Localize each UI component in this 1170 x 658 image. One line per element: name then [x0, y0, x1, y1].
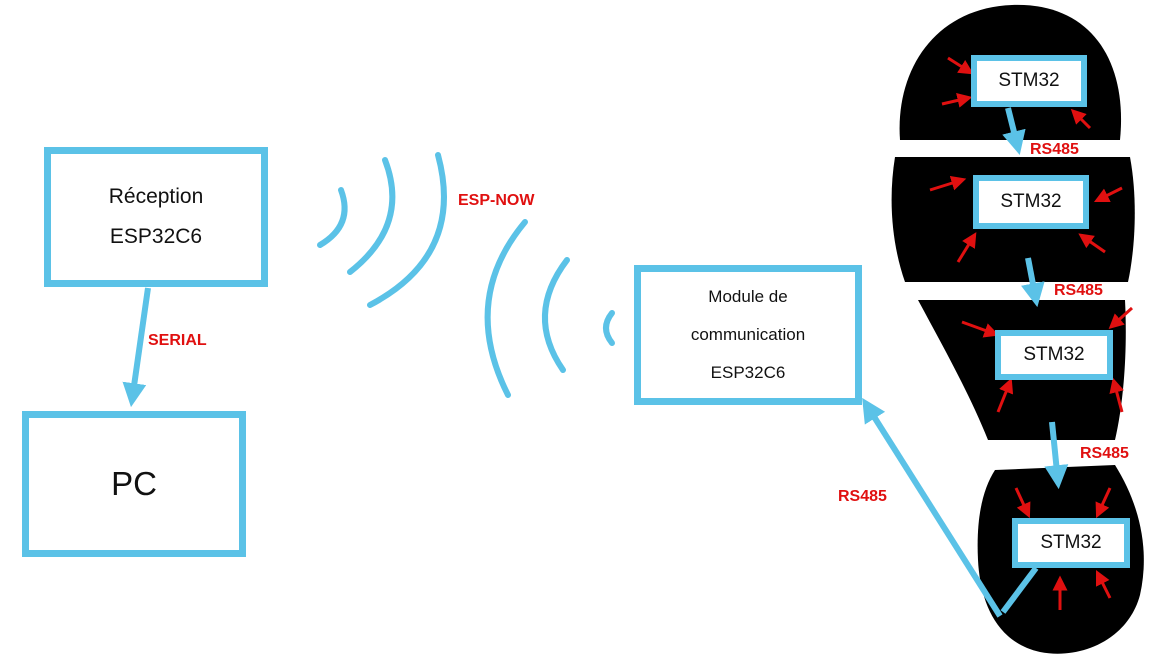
- pressure-arrow: [1109, 377, 1124, 413]
- stm32-chip-heel: STM32: [1012, 518, 1130, 568]
- pressure-arrow: [1093, 186, 1123, 203]
- pressure-arrow: [941, 93, 973, 108]
- pressure-arrow: [1078, 233, 1106, 254]
- pressure-arrow: [947, 56, 974, 75]
- serial-label: SERIAL: [148, 332, 207, 349]
- pressure-arrow: [929, 175, 967, 192]
- rs485-label-2: RS485: [1054, 282, 1103, 299]
- pressure-arrow: [961, 320, 1000, 338]
- module-box: Module de communication ESP32C6: [634, 265, 862, 405]
- serial-link-arrow: [122, 287, 151, 408]
- espnow-label: ESP-NOW: [458, 192, 535, 209]
- stm32-chip-arch: STM32: [995, 330, 1113, 380]
- stm32-chip-forefoot: STM32: [973, 175, 1089, 229]
- reception-box: Réception ESP32C6: [44, 147, 268, 287]
- pc-box: PC: [22, 411, 246, 557]
- pressure-arrow: [1095, 487, 1112, 519]
- pressure-arrow: [1095, 569, 1112, 599]
- pc-label: PC: [111, 465, 157, 502]
- stm32-chip-toe: STM32: [971, 55, 1087, 107]
- reception-chip: ESP32C6: [109, 225, 203, 248]
- module-line-1: Module de: [708, 287, 788, 306]
- rs485-link-to-module: [1000, 566, 1039, 614]
- pressure-arrow: [1070, 108, 1092, 130]
- rs485-label-module: RS485: [838, 488, 887, 505]
- wireless-waves-reception: [317, 152, 447, 308]
- rs485-chain: [1002, 107, 1069, 490]
- pressure-arrow: [956, 232, 977, 263]
- rs485-link-to-module: [862, 397, 1003, 618]
- rs485-label-1: RS485: [1030, 141, 1079, 158]
- pressure-arrow: [996, 377, 1014, 413]
- pressure-arrow: [1014, 487, 1031, 519]
- reception-title: Réception: [108, 185, 204, 208]
- wireless-waves-module: [484, 219, 615, 398]
- pressure-arrow: [1108, 306, 1134, 330]
- module-line-3: ESP32C6: [710, 363, 786, 382]
- module-line-2: communication: [690, 325, 806, 344]
- pressure-arrows: [929, 56, 1134, 610]
- rs485-label-3: RS485: [1080, 445, 1129, 462]
